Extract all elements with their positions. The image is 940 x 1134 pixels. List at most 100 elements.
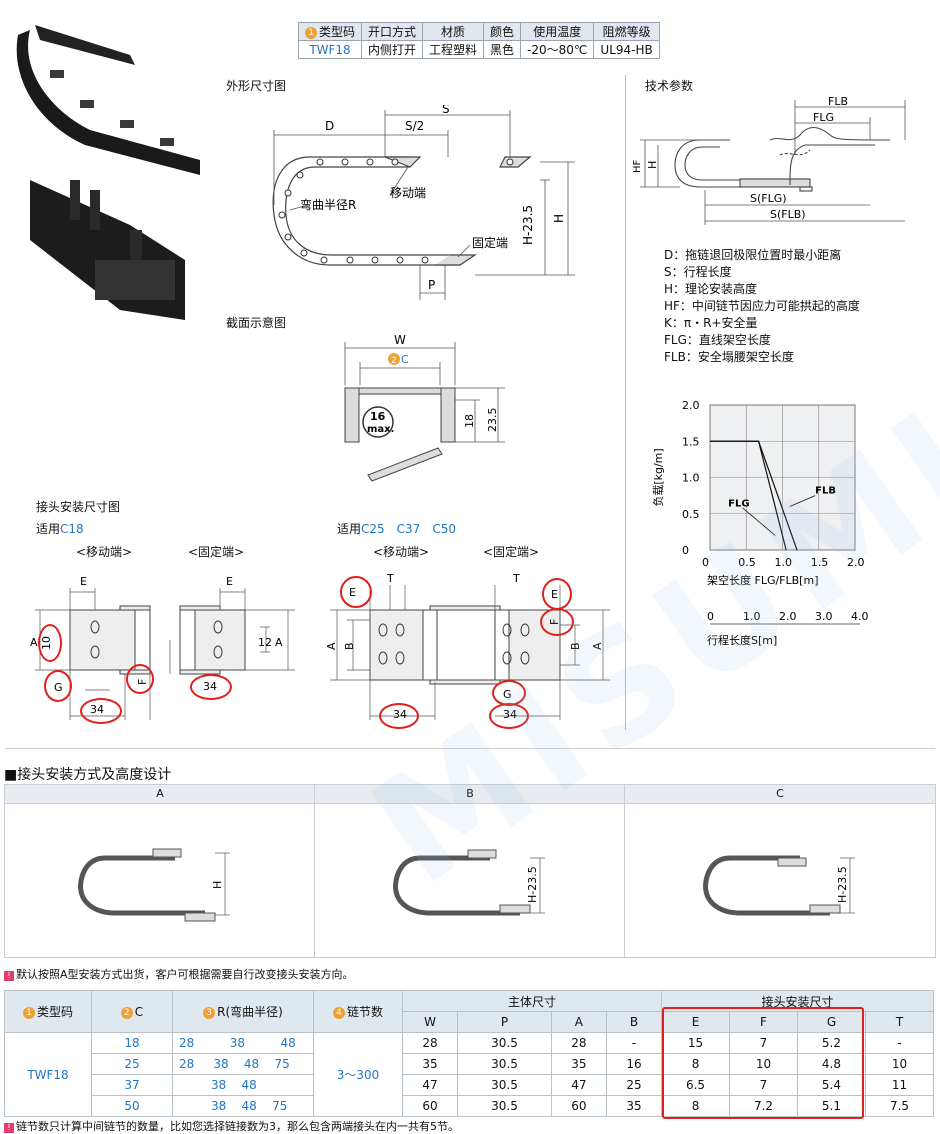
def-K: K：π・R+安全量	[664, 316, 758, 330]
svg-text:T: T	[386, 572, 394, 585]
install-col-C: C	[776, 787, 784, 800]
vertical-divider	[625, 75, 626, 730]
joint-left-diagram: E E A A 10 12 G F 34 34	[30, 575, 295, 720]
install-col-A: A	[156, 787, 164, 800]
highlight-F-left	[126, 664, 154, 694]
section-W: W	[394, 333, 406, 347]
section-C: C	[401, 353, 409, 366]
highlight-joint-columns	[662, 1007, 864, 1119]
highlight-34-right-a	[379, 703, 419, 729]
joint-right-diagram: T T E E A B F B A G 34 34	[325, 572, 610, 721]
dim-h-body: 主体尺寸	[401, 990, 663, 1012]
def-S: S：行程长度	[664, 265, 732, 279]
chart-xlabel: 架空长度 FLG/FLB[m]	[707, 573, 818, 587]
def-D: D：拖链退回极限位置时最小距离	[664, 248, 842, 262]
chart-x-tick: 0	[702, 556, 709, 569]
spec-open: 内侧打开	[361, 40, 424, 59]
joint-left-apply: 适用C18	[36, 522, 84, 536]
spec-header-temp: 使用温度	[520, 22, 595, 41]
chart-x2-tick: 0	[707, 610, 714, 623]
outline-radius: 弯曲半径R	[300, 197, 356, 212]
svg-text:12: 12	[258, 636, 272, 649]
spec-temp: -20～80℃	[520, 40, 595, 59]
chart-label-FLG: FLG	[728, 499, 749, 510]
dim-h-joint: 接头安装尺寸	[661, 990, 934, 1012]
chart-y-tick: 1.0	[682, 472, 700, 485]
outline-H: H	[552, 214, 566, 223]
chart-label-FLB: FLB	[815, 485, 836, 496]
svg-text:A: A	[325, 642, 338, 650]
joint-right-fixed: <固定端>	[483, 545, 540, 559]
section-max-num: 16	[370, 410, 386, 423]
section-diagram: 16 max. W 2 C 18 23.5	[344, 333, 505, 482]
tech-SFLB: S(FLB)	[770, 208, 806, 221]
chart-x-tick: 1.0	[775, 556, 793, 569]
chart-ylabel: 负载[kg/m]	[651, 448, 665, 506]
tech-FLB: FLB	[828, 95, 848, 108]
outline-title: 外形尺寸图	[226, 79, 287, 93]
joint-left-fixed: <固定端>	[188, 545, 245, 559]
svg-text:A: A	[275, 636, 283, 649]
joint-right-apply: 适用C25 C37 C50	[337, 522, 456, 536]
tech-title: 技术参数	[645, 79, 694, 93]
spec-flame: UL94-HB	[593, 40, 660, 59]
chart-y-tick: 2.0	[682, 399, 700, 412]
tech-FLG: FLG	[813, 111, 834, 124]
svg-text:B: B	[343, 642, 356, 650]
svg-text:E: E	[80, 575, 87, 588]
highlight-E-right-a	[340, 576, 372, 608]
highlight-34-left-a	[80, 698, 122, 724]
chart-x-tick: 2.0	[847, 556, 865, 569]
tech-SFLG: S(FLG)	[750, 192, 787, 205]
svg-text:H-23.5: H-23.5	[526, 866, 539, 903]
joint-left-moving: <移动端>	[76, 545, 133, 559]
top-box-bottom	[5, 748, 935, 749]
svg-text:E: E	[226, 575, 233, 588]
spec-material: 工程塑料	[422, 40, 485, 59]
chart-y-tick: 0	[682, 544, 689, 557]
svg-text:T: T	[512, 572, 520, 585]
svg-text:A: A	[30, 636, 38, 649]
install-title: ■接头安装方式及高度设计	[4, 767, 172, 783]
chart-x2-tick: 3.0	[815, 610, 833, 623]
section-18: 18	[463, 414, 476, 428]
chart-series-FLB	[710, 440, 798, 551]
svg-text:A: A	[591, 642, 604, 650]
section-title: 截面示意图	[226, 316, 287, 330]
svg-text:B: B	[569, 642, 582, 650]
note-2: !链节数只计算中间链节的数量，比如您选择链接数为3，那么包含两端接头在内一共有5…	[4, 1118, 459, 1134]
spec-header-flame: 阻燃等级	[593, 22, 660, 41]
svg-text:H: H	[211, 881, 224, 889]
outline-moving: 移动端	[390, 186, 426, 200]
install-B-diagram: H-23.5	[393, 849, 545, 916]
spec-header-open: 开口方式	[361, 22, 424, 41]
spec-header-material: 材质	[422, 22, 485, 41]
highlight-10	[38, 624, 62, 662]
outline-diagram: D S/2 S 移动端 弯曲半径R 固定端 H-23.5 H P	[272, 105, 575, 300]
outline-S-half: S/2	[405, 119, 424, 133]
spec-type: TWF18	[297, 40, 363, 59]
highlight-E-right-b	[542, 578, 572, 610]
tech-H: H	[646, 161, 659, 169]
chart-leader-FLG	[742, 507, 776, 536]
joint-title: 接头安装尺寸图	[36, 500, 121, 514]
note-1: !默认按照A型安装方式出货，客户可根据需要自行改变接头安装方向。	[4, 966, 354, 982]
tech-HF: HF	[632, 159, 643, 173]
highlight-G-left	[44, 670, 72, 702]
install-A-diagram: H	[78, 848, 230, 922]
def-FLG: FLG：直线架空长度	[664, 333, 771, 347]
chart-x2-tick: 4.0	[851, 610, 869, 623]
chart-x2label: 行程长度S[m]	[707, 633, 777, 647]
def-FLB: FLB：安全塌腰架空长度	[664, 350, 794, 364]
chart-x2-tick: 1.0	[743, 610, 761, 623]
outline-H23: H-23.5	[521, 205, 535, 245]
